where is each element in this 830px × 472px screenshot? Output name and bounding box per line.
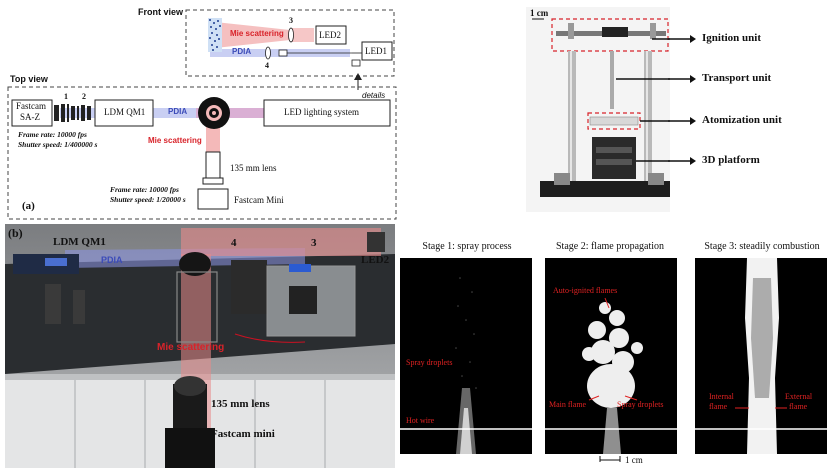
front-mie-label: Mie scattering xyxy=(230,29,284,38)
photo-num-3: 3 xyxy=(311,237,317,249)
stage3-internal-label-1: Internal xyxy=(709,392,734,401)
front-led1-label: LED1 xyxy=(365,46,387,56)
stage2-image: Auto-ignited flames Main flame Spray dro… xyxy=(545,258,677,454)
top-view-title: Top view xyxy=(10,74,48,84)
stage1-drawing xyxy=(400,258,532,454)
apparatus-photo: 1 cm xyxy=(526,7,670,212)
front-pdia-label: PDIA xyxy=(232,47,252,56)
stage3-image: Internal flame External flame xyxy=(695,258,827,454)
stage3-external-label-2: flame xyxy=(789,402,808,411)
stage3-title: Stage 3: steadily combustion xyxy=(704,241,820,252)
lab-drawing xyxy=(5,224,395,468)
stage2-spray-label: Spray droplets xyxy=(617,400,664,409)
stage1-image: Spray droplets Hot wire xyxy=(400,258,532,454)
apparatus-arrows xyxy=(668,35,696,165)
top-pdia-label: PDIA xyxy=(168,107,188,116)
platform-label: 3D platform xyxy=(702,154,760,166)
photo-mie-label: Mie scattering xyxy=(157,342,225,353)
ignition-unit-label: Ignition unit xyxy=(702,32,761,44)
front-led2-label: LED2 xyxy=(319,30,341,40)
panel-label-b: (b) xyxy=(8,226,23,240)
front-num-3: 3 xyxy=(289,16,293,25)
stage1-hotwire-label: Hot wire xyxy=(406,416,435,425)
stage3-drawing xyxy=(695,258,827,454)
transport-unit-label: Transport unit xyxy=(702,72,772,84)
stage-scale-bar xyxy=(599,456,621,462)
fastcam-saz-label-2: SA-Z xyxy=(20,112,40,122)
apparatus-drawing xyxy=(526,7,670,212)
atomization-unit-label: Atomization unit xyxy=(702,114,782,126)
details-label: details xyxy=(362,91,386,100)
photo-num-4: 4 xyxy=(231,237,237,249)
bottom-frame-rate: Frame rate: 10000 fps xyxy=(110,185,179,194)
schematic-drawing xyxy=(7,9,397,220)
front-num-4: 4 xyxy=(265,61,269,70)
left-shutter: Shutter speed: 1/400000 s xyxy=(18,140,98,149)
fastcam-mini-label: Fastcam Mini xyxy=(234,195,284,205)
bottom-shutter: Shutter speed: 1/20000 s xyxy=(110,195,186,204)
ldm-label: LDM QM1 xyxy=(104,107,146,117)
apparatus-scale: 1 cm xyxy=(530,8,549,18)
stage2-main-label: Main flame xyxy=(549,400,587,409)
lab-photo: (b) LDM QM1 PDIA 4 3 LED2 Mie scattering… xyxy=(5,224,395,468)
photo-camera-label: Fastcam mini xyxy=(211,428,275,440)
led-system-label: LED lighting system xyxy=(284,107,359,117)
photo-lens-label: 135 mm lens xyxy=(211,398,270,410)
photo-pdia-label: PDIA xyxy=(101,255,123,265)
photo-led2-label: LED2 xyxy=(361,254,390,266)
stage1-spray-label: Spray droplets xyxy=(406,358,453,367)
stage-scale-label: 1 cm xyxy=(625,455,643,465)
panel-label-a: (a) xyxy=(22,200,35,212)
fastcam-saz-label-1: Fastcam xyxy=(16,101,46,111)
left-frame-rate: Frame rate: 10000 fps xyxy=(18,130,87,139)
stage3-internal-label-2: flame xyxy=(709,402,728,411)
stage3-external-label-1: External xyxy=(785,392,813,401)
stage2-drawing xyxy=(545,258,677,454)
stage2-title: Stage 2: flame propagation xyxy=(555,241,665,252)
lens-num-1: 1 xyxy=(64,92,68,101)
photo-ldm-label: LDM QM1 xyxy=(53,236,106,248)
lens-num-2: 2 xyxy=(82,92,86,101)
stage2-auto-label: Auto-ignited flames xyxy=(553,286,618,295)
front-view-title: Front view xyxy=(138,7,184,17)
top-mie-label: Mie scattering xyxy=(148,136,202,145)
stage1-title: Stage 1: spray process xyxy=(422,241,512,252)
lens-135-label: 135 mm lens xyxy=(230,163,277,173)
schematic-panel: Front view Mie scattering PDIA 3 4 LED2 … xyxy=(0,0,400,222)
